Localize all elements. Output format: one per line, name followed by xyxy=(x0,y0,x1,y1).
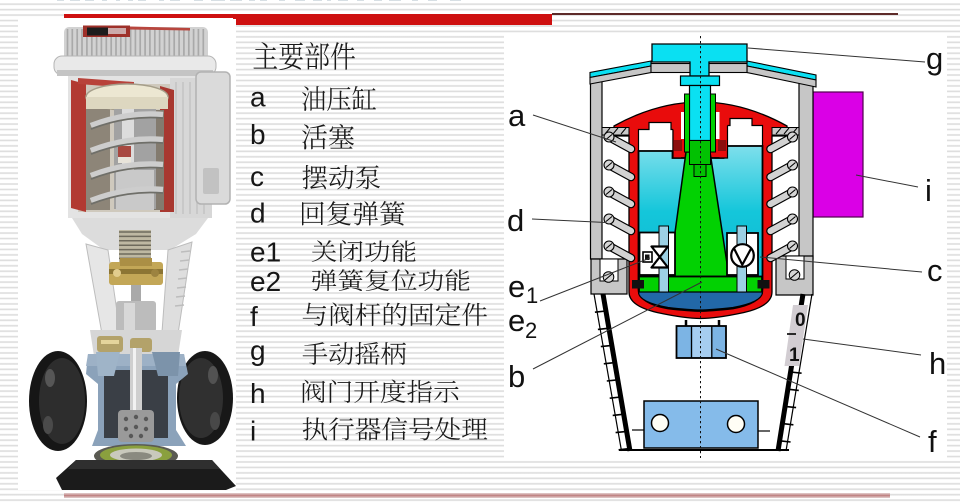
svg-text:e2: e2 xyxy=(250,266,281,297)
svg-text:d: d xyxy=(250,198,266,229)
svg-text:e: e xyxy=(508,303,525,338)
svg-text:1: 1 xyxy=(526,283,538,308)
svg-text:i: i xyxy=(250,416,256,447)
svg-text:0: 0 xyxy=(795,310,806,331)
svg-text:2: 2 xyxy=(525,318,537,343)
svg-text:h: h xyxy=(250,378,266,409)
svg-text:g: g xyxy=(250,335,266,366)
svg-text:1: 1 xyxy=(789,345,800,366)
svg-text:c: c xyxy=(250,161,264,192)
svg-text:a: a xyxy=(508,98,526,133)
svg-text:e1: e1 xyxy=(250,237,281,268)
svg-text:b: b xyxy=(508,359,525,394)
svg-text:i: i xyxy=(925,173,932,208)
svg-text:c: c xyxy=(927,253,943,288)
svg-text:f: f xyxy=(928,424,937,459)
svg-text:f: f xyxy=(250,301,258,332)
svg-text:e: e xyxy=(508,269,525,304)
svg-text:h: h xyxy=(929,346,946,381)
svg-text:a: a xyxy=(250,81,266,112)
svg-text:b: b xyxy=(250,119,266,150)
svg-text:d: d xyxy=(507,203,524,238)
svg-text:g: g xyxy=(926,41,943,76)
